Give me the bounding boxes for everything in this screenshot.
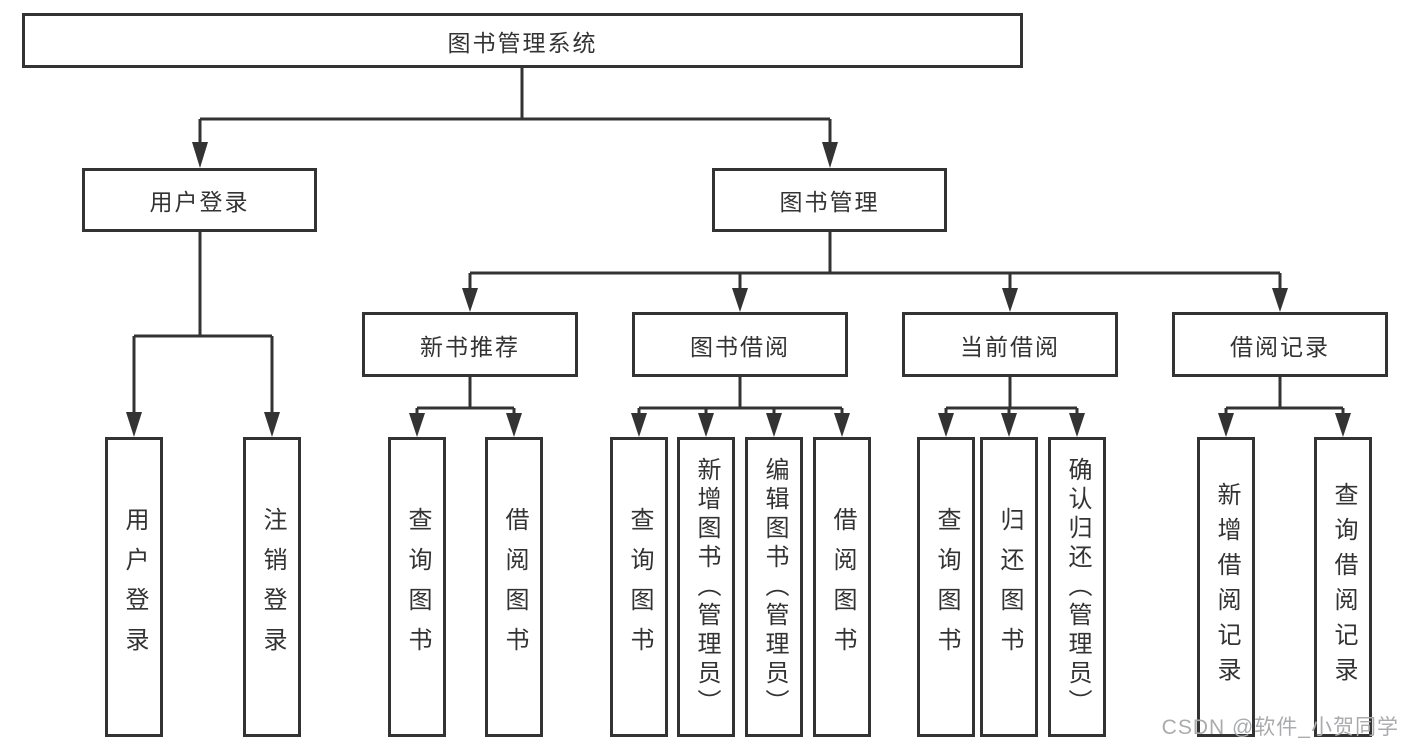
node-label: 查询图书 xyxy=(404,507,431,667)
node-label: 当前借阅 xyxy=(960,333,1060,360)
node-label: 新增借阅记录 xyxy=(1213,482,1240,692)
node-label: 图书管理系统 xyxy=(447,29,598,56)
leaf-edit-books-admin: 编辑图书（管理员） xyxy=(745,437,803,737)
leaf-query-books: 查询图书 xyxy=(610,437,668,737)
node-label: 用户登录 xyxy=(149,189,250,215)
node-user-login: 用户登录 xyxy=(82,168,317,232)
node-borrow-records: 借阅记录 xyxy=(1172,312,1388,377)
node-label: 新增图书（管理员） xyxy=(693,456,720,718)
leaf-query-books-recommend: 查询图书 xyxy=(388,437,446,737)
leaf-add-borrow-record: 新增借阅记录 xyxy=(1197,437,1255,737)
leaf-user-login: 用户登录 xyxy=(105,437,163,737)
node-label: 借阅图书 xyxy=(829,507,856,667)
leaf-query-borrow-record: 查询借阅记录 xyxy=(1314,437,1372,737)
node-label: 查询借阅记录 xyxy=(1330,482,1357,692)
node-label: 归还图书 xyxy=(996,507,1023,667)
node-new-book-recommend: 新书推荐 xyxy=(362,312,578,377)
node-label: 确认归还（管理员） xyxy=(1064,456,1091,718)
node-label: 图书借阅 xyxy=(690,333,790,360)
node-label: 新书推荐 xyxy=(420,333,520,360)
node-label: 借阅记录 xyxy=(1230,333,1330,360)
node-label: 借阅图书 xyxy=(501,507,528,667)
node-label: 编辑图书（管理员） xyxy=(761,456,788,718)
node-label: 图书管理 xyxy=(779,189,880,215)
leaf-borrow-books: 借阅图书 xyxy=(813,437,871,737)
leaf-confirm-return-admin: 确认归还（管理员） xyxy=(1048,437,1106,737)
arrowheads xyxy=(126,142,1351,437)
leaf-query-books-current: 查询图书 xyxy=(917,437,975,737)
node-current-borrow: 当前借阅 xyxy=(902,312,1118,377)
csdn-watermark: CSDN @软件_小贺同学 xyxy=(1161,716,1399,739)
node-root-system: 图书管理系统 xyxy=(22,13,1023,68)
tree-edges xyxy=(132,68,1345,418)
node-book-management: 图书管理 xyxy=(712,168,947,232)
node-label: 查询图书 xyxy=(933,507,960,667)
leaf-add-books-admin: 新增图书（管理员） xyxy=(677,437,735,737)
node-label: 查询图书 xyxy=(626,507,653,667)
node-book-borrow: 图书借阅 xyxy=(632,312,848,377)
leaf-logout: 注销登录 xyxy=(243,437,301,737)
node-label: 用户登录 xyxy=(121,507,148,667)
leaf-return-books: 归还图书 xyxy=(980,437,1038,737)
leaf-borrow-books-recommend: 借阅图书 xyxy=(485,437,543,737)
node-label: 注销登录 xyxy=(259,507,286,667)
